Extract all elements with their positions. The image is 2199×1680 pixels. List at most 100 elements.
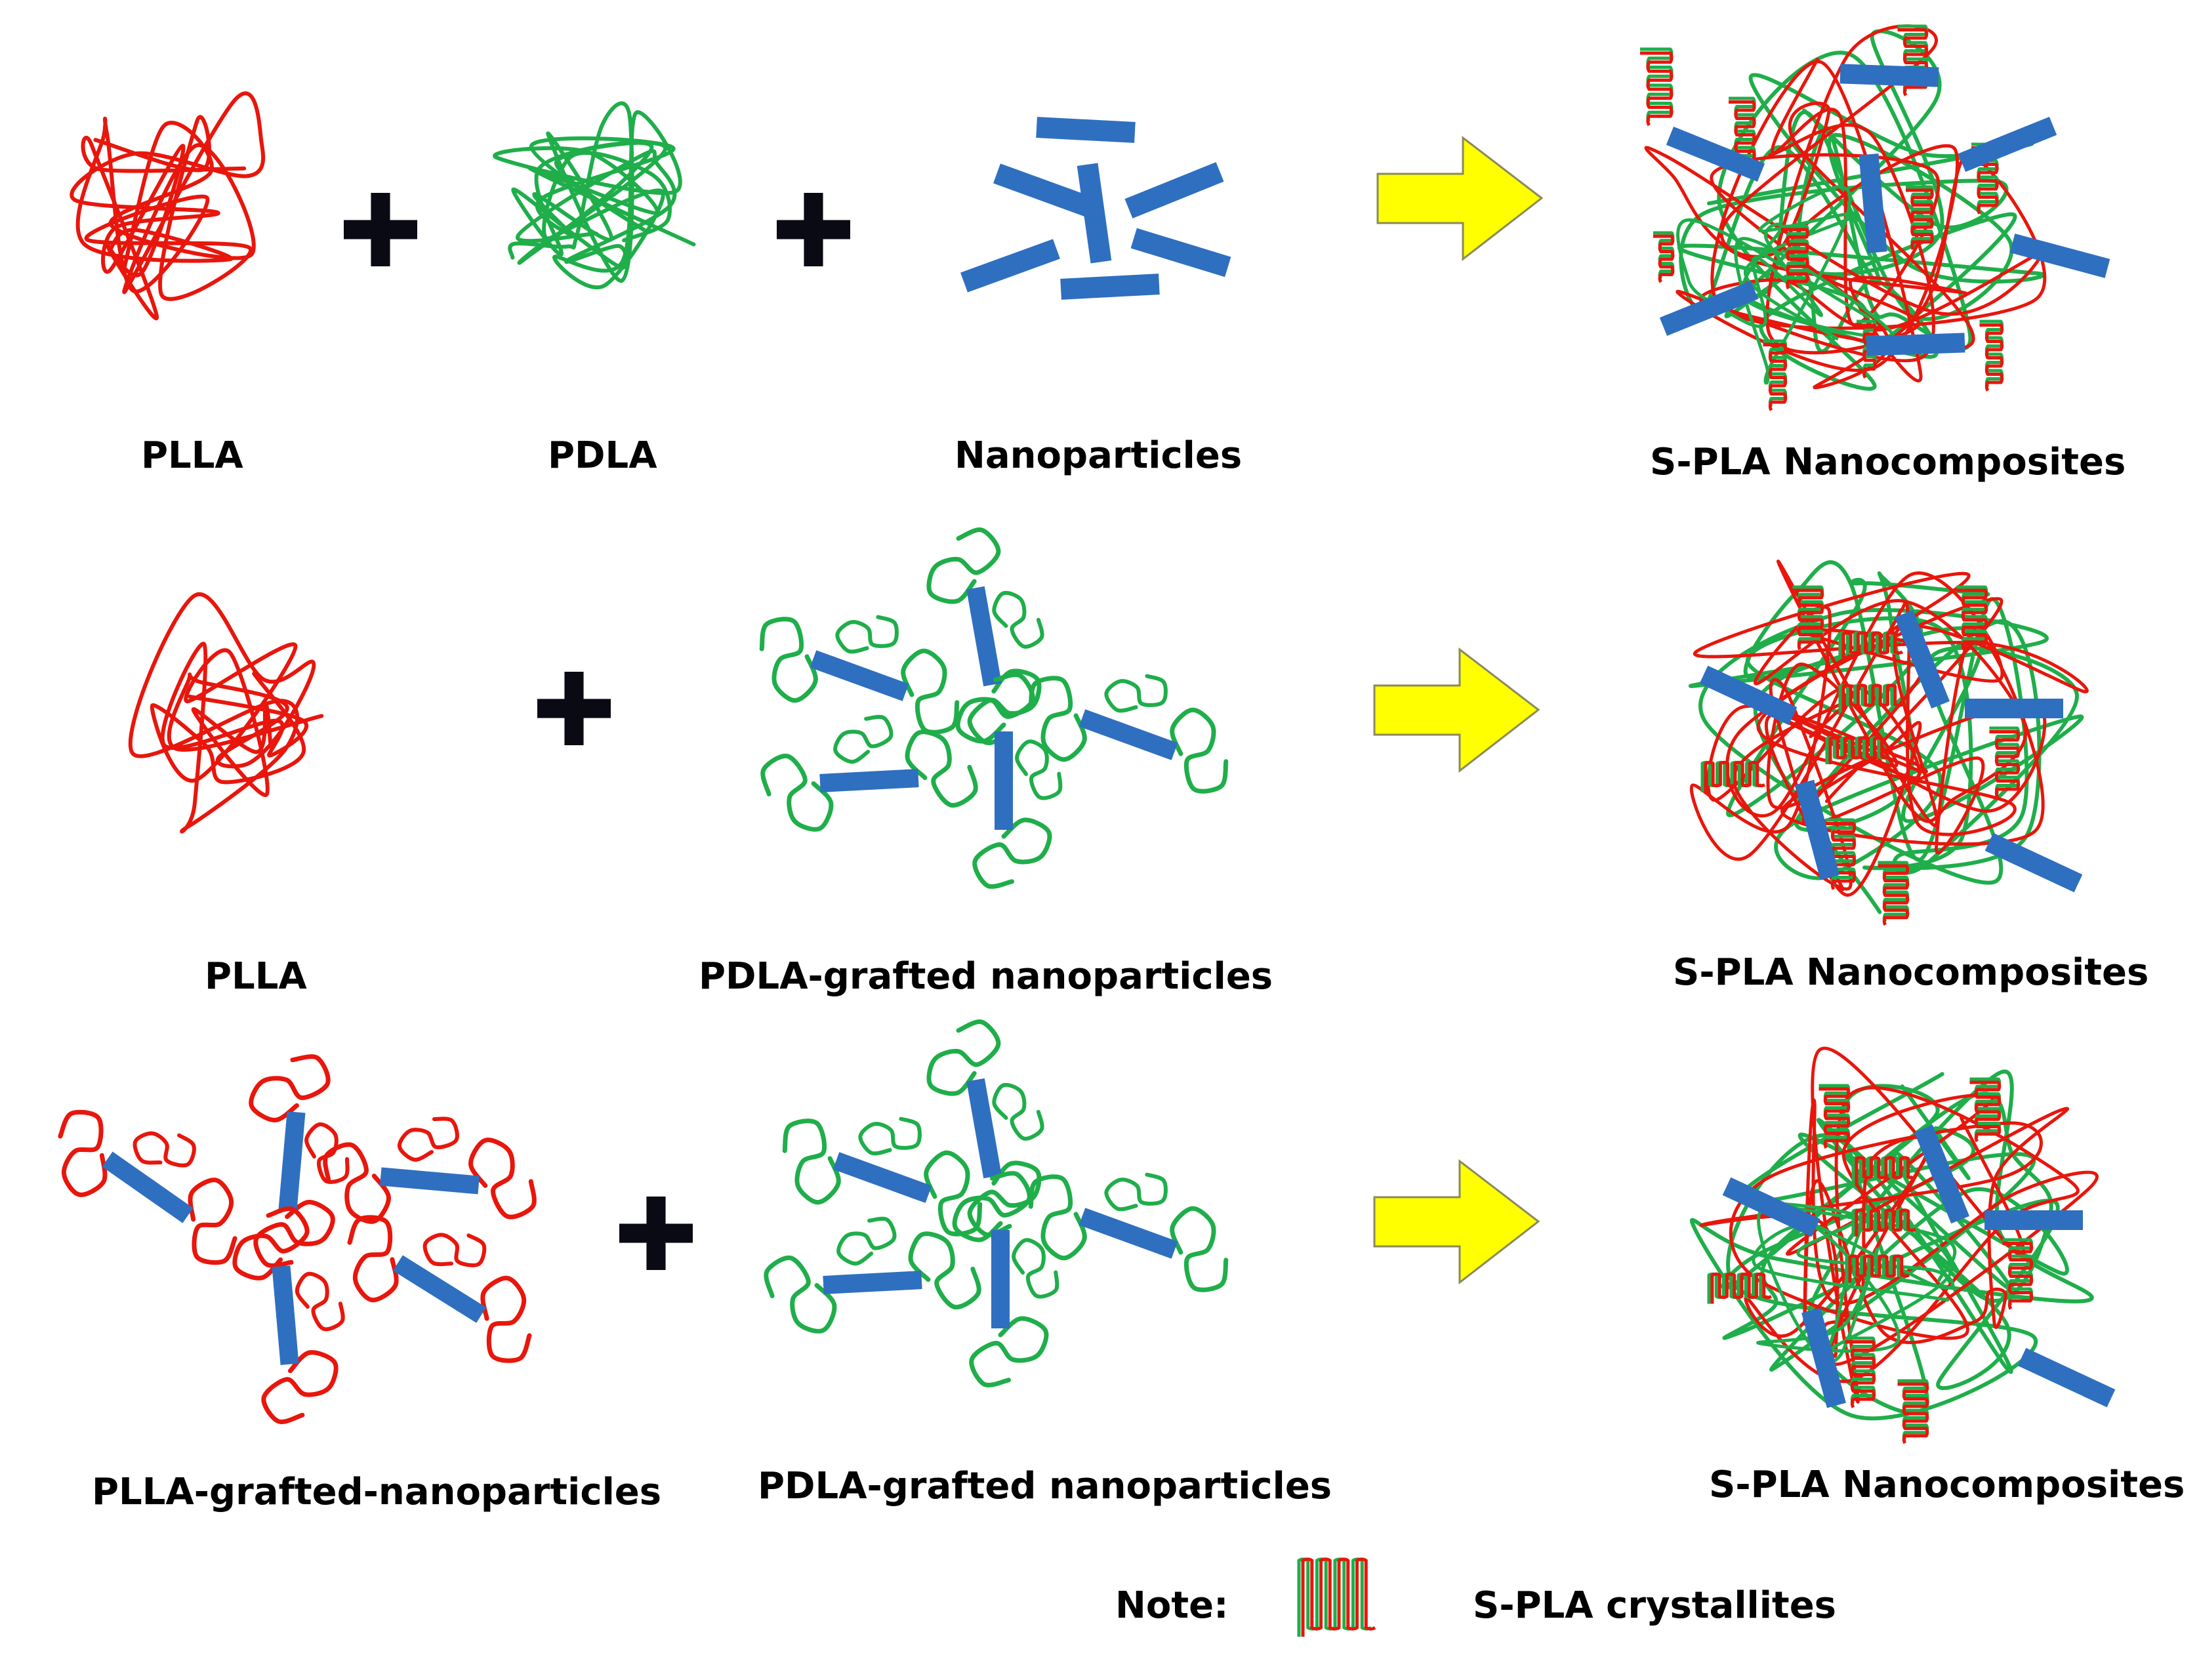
arrow-row2: [1373, 647, 1540, 773]
nanoparticle-bar: [960, 239, 1060, 293]
label-result-row2: S-PLA Nanocomposites: [1673, 951, 2149, 994]
composite-row3: [1689, 1046, 2116, 1444]
grafted-particle-bar: [272, 1265, 299, 1365]
crystallite: [1906, 185, 1934, 251]
label-pdla-grafted-row2: PDLA-grafted nanoparticles: [699, 955, 1273, 998]
label-pdla-grafted-row3: PDLA-grafted nanoparticles: [758, 1465, 1332, 1507]
composite-row2: [1689, 560, 2089, 926]
crystallite: [1640, 47, 1674, 127]
pdla-grafted-nanoparticles-row2: [759, 527, 1229, 889]
crystallite: [1851, 1208, 1917, 1237]
plla-coil-row2: [128, 592, 324, 834]
grafted-particle: [759, 615, 960, 735]
nanoparticle-bar: [1130, 228, 1231, 277]
grafted-particle: [926, 1019, 1044, 1237]
crystallite: [1845, 1254, 1910, 1282]
label-plla-row1: PLLA: [141, 434, 243, 477]
nanoparticle-bar: [1060, 274, 1160, 300]
crystallite-red: [1969, 1080, 2002, 1143]
grafted-particle: [955, 672, 1063, 889]
crystallite: [1700, 760, 1766, 792]
plus-row1-b-v: [804, 193, 823, 266]
grafted-particle-chain-b: [908, 1231, 981, 1310]
grafted-particle-chain-c: [295, 1271, 345, 1332]
grafted-particle-bar: [832, 1152, 932, 1203]
nanoparticle-bar: [1984, 832, 2083, 893]
label-result-row3: S-PLA Nanocomposites: [1709, 1464, 2185, 1506]
crystallite-red: [1841, 684, 1904, 712]
crystallite: [1838, 631, 1904, 659]
nanoparticle-bar: [1965, 699, 2063, 718]
nanoparticle-bar: [1839, 64, 1939, 87]
grafted-particle: [760, 714, 978, 832]
crystallite-red: [1845, 1340, 1876, 1408]
crystallite: [1897, 1379, 1929, 1444]
crystallite: [2002, 1238, 2034, 1310]
grafted-particle-chain-b: [1170, 1206, 1229, 1292]
crystallite-red: [1855, 1156, 1917, 1184]
nanoparticle-bar: [2017, 1347, 2116, 1408]
crystallite: [1845, 1336, 1876, 1408]
crystallite-red: [1878, 864, 1910, 926]
nanoparticle-bar: [1984, 1210, 2083, 1230]
grafted-particle-chain-b: [969, 1316, 1049, 1387]
grafted-particle-chain-c: [858, 1117, 922, 1156]
grafted-particle-bar: [810, 650, 909, 701]
crystallite-red: [2002, 1242, 2034, 1310]
plla-coil-row1-b: [75, 115, 253, 301]
grafted-particle-chain-b: [967, 1160, 1042, 1237]
grafted-particle-chain-b: [901, 648, 960, 735]
grafted-particle: [347, 1215, 532, 1363]
pdla-coil-row1: [493, 101, 696, 289]
crystallite-red: [1781, 228, 1809, 290]
grafted-particle-chain-a: [760, 753, 834, 832]
crystallite-red: [1855, 1208, 1917, 1237]
grafted-particle-chain-c: [1104, 674, 1168, 713]
grafted-particle-chain-a: [347, 1215, 399, 1303]
grafted-particle: [926, 527, 1044, 745]
grafted-particle-chain-b: [188, 1178, 237, 1265]
crystallite-red: [1704, 760, 1766, 792]
nanoparticle-bar: [1795, 779, 1839, 880]
crystallite-green: [1640, 47, 1674, 123]
grafted-particle-chain-c: [992, 1082, 1044, 1141]
crystallite-red: [1828, 736, 1891, 764]
grafted-particle-chain-b: [905, 729, 978, 808]
nanoparticle-bar: [1894, 609, 1950, 709]
plus-row1-a-v: [371, 193, 390, 266]
grafted-particle-bar: [102, 1151, 194, 1223]
pdla-coil-row1-b: [511, 140, 677, 270]
grafted-particle: [58, 1109, 237, 1265]
plus-row2-v: [564, 672, 584, 745]
label-plla-row2: PLLA: [205, 955, 307, 998]
grafted-particle-chain-a: [926, 1019, 1001, 1096]
grafted-particle-bar: [1079, 1208, 1178, 1259]
crystallite-red: [1640, 51, 1674, 127]
nanoparticle-bar: [1124, 162, 1224, 218]
grafted-particle: [782, 1117, 983, 1237]
grafted-particle-bar: [966, 586, 1002, 687]
grafted-particle-chain-c: [304, 1122, 350, 1184]
grafted-particle-bar: [819, 769, 919, 792]
label-nanoparticles-row1: Nanoparticles: [955, 434, 1243, 477]
crystallite: [1956, 585, 1988, 651]
legend-crystallite-icon: [1297, 1557, 1376, 1637]
plla-coil-row2-b: [150, 642, 306, 797]
label-plla-grafted-row3: PLLA-grafted-nanoparticles: [92, 1471, 662, 1513]
crystallite: [1792, 585, 1824, 651]
composite-row1: [1640, 24, 2110, 411]
crystallite-red: [1841, 631, 1904, 659]
nanoparticle-bar: [1659, 280, 1759, 337]
grafted-particle-chain-c: [1015, 739, 1063, 800]
plus-row2: [537, 672, 611, 745]
nanoparticle-bar: [1666, 126, 1765, 182]
grafted-particle-chain-c: [992, 590, 1044, 649]
crystallite-green: [1969, 1077, 2002, 1139]
crystallite-red: [1979, 323, 2004, 392]
grafted-particle-bar: [392, 1255, 487, 1323]
grafted-particle-chain-a: [955, 672, 1035, 744]
composite-row3-red-matrix: [1699, 1046, 2099, 1404]
nanoparticle-bar: [1866, 333, 1965, 356]
grafted-particle: [323, 1117, 537, 1224]
